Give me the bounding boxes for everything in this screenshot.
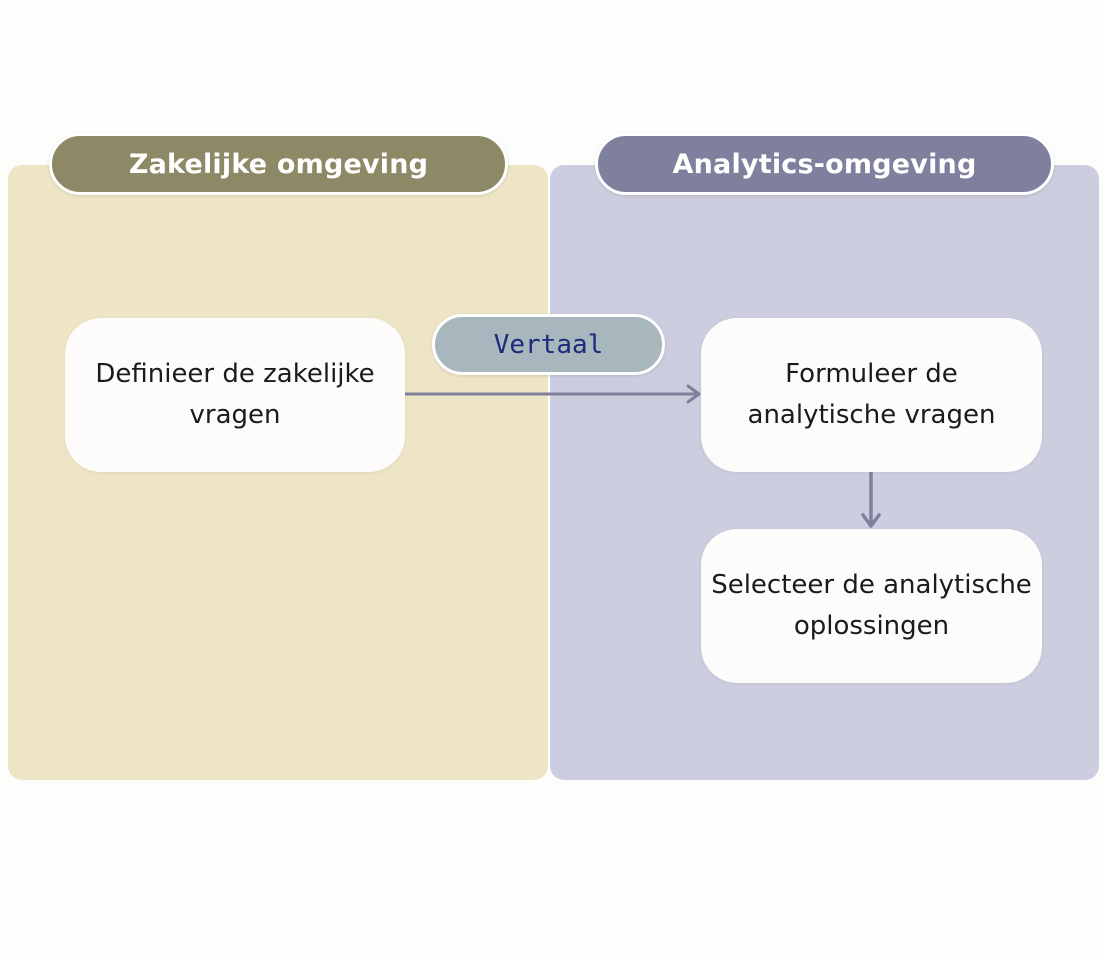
translate-edge-label: Vertaal: [432, 314, 665, 375]
business-lane-title: Zakelijke omgeving: [128, 148, 429, 180]
node-define-label: Definieer de zakelijke vragen: [95, 359, 375, 430]
business-lane-panel: [8, 165, 548, 780]
node-formulate-label: Formuleer de analytische vragen: [747, 359, 996, 430]
node-select-label: Selecteer de analytische oplossingen: [711, 570, 1032, 641]
node-define-business-questions: Definieer de zakelijke vragen: [65, 318, 405, 472]
translate-label-text: Vertaal: [493, 329, 604, 360]
node-select-analytic-solutions: Selecteer de analytische oplossingen: [701, 529, 1042, 683]
analytics-lane-title: Analytics-omgeving: [672, 148, 977, 180]
node-formulate-analytic-questions: Formuleer de analytische vragen: [701, 318, 1042, 472]
analytics-lane-panel: [550, 165, 1099, 780]
business-lane-header: Zakelijke omgeving: [49, 133, 508, 195]
analytics-lane-header: Analytics-omgeving: [595, 133, 1054, 195]
